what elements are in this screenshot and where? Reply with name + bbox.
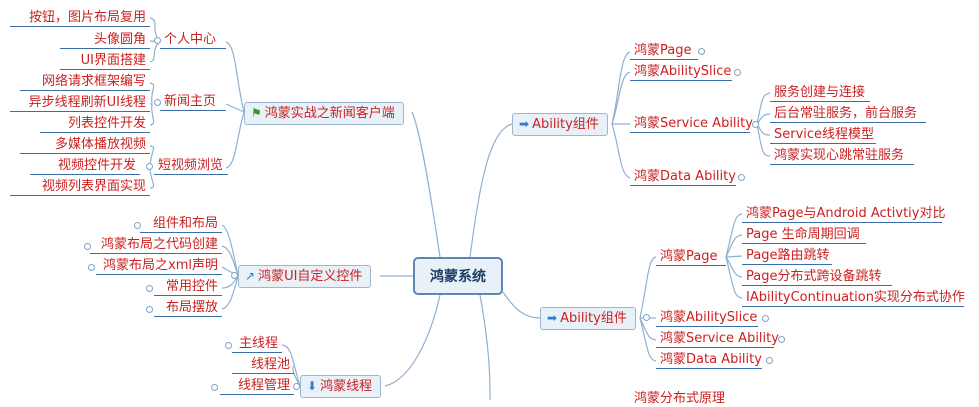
leaf-node[interactable]: 鸿蒙AbilitySlice [656,310,758,327]
branch-thread-label: 鸿蒙线程 [320,379,373,394]
collapse-dot[interactable] [752,121,759,128]
collapse-dot[interactable] [698,48,705,55]
leaf-node[interactable]: 线程管理 [220,378,294,395]
branch-ability-1[interactable]: ➡Ability组件 [512,113,608,136]
collapse-dot[interactable] [146,285,153,292]
arrow-up-right-icon: ↗ [245,269,256,283]
arrow-right-icon: ➡ [547,311,558,325]
collapse-dot[interactable] [643,314,650,321]
leaf-node[interactable]: 后台常驻服务，前台服务 [770,106,926,123]
group-news-home[interactable]: 新闻主页 [160,94,226,111]
leaf-node[interactable]: 服务创建与连接 [770,85,870,102]
branch-news-client[interactable]: ⚑鸿蒙实战之新闻客户端 [244,102,404,125]
collapse-dot[interactable] [762,315,769,322]
leaf-node[interactable]: 鸿蒙Service Ability [630,116,753,133]
leaf-node[interactable]: 鸿蒙布局之代码创建 [90,237,222,254]
leaf-node[interactable]: 鸿蒙实现心跳常驻服务 [770,148,914,165]
branch-ability-1-label: Ability组件 [532,117,599,132]
collapse-dot[interactable] [154,37,161,44]
leaf-node[interactable]: 鸿蒙Service Ability [656,331,779,348]
leaf-node[interactable]: 线程池 [232,357,294,374]
leaf-node[interactable]: 网络请求框架编写 [20,74,150,91]
leaf-node[interactable]: 布局摆放 [154,300,222,317]
arrow-right-icon: ➡ [519,117,530,131]
group-label: 个人中心 [164,32,217,47]
collapse-dot[interactable] [211,384,218,391]
collapse-dot[interactable] [766,357,773,364]
leaf-node[interactable]: UI界面搭建 [60,53,150,70]
branch-ui-custom[interactable]: ↗鸿蒙UI自定义控件 [238,265,372,288]
arrow-down-icon: ⬇ [307,379,318,393]
root-node[interactable]: 鸿蒙系统 [413,257,503,295]
group-label: 短视频浏览 [158,158,224,173]
leaf-node[interactable]: 鸿蒙AbilitySlice [630,64,732,81]
leaf-node-distributed[interactable]: 鸿蒙分布式原理 [634,391,726,406]
collapse-dot[interactable] [293,383,300,390]
leaf-node[interactable]: 鸿蒙布局之xml声明 [96,258,222,275]
branch-ability-2[interactable]: ➡Ability组件 [540,307,636,330]
flag-icon: ⚑ [251,106,262,120]
leaf-node[interactable]: 鸿蒙Page与Android Activtiy对比 [742,206,945,223]
collapse-dot[interactable] [778,336,785,343]
collapse-dot[interactable] [738,174,745,181]
leaf-node[interactable]: Service线程模型 [770,127,876,144]
leaf-node[interactable]: IAbilityContinuation实现分布式协作 [742,290,965,307]
leaf-node[interactable]: 按钮，图片布局复用 [10,10,150,27]
leaf-node[interactable]: Page分布式跨设备跳转 [742,269,892,286]
leaf-node[interactable]: Page路由跳转 [742,248,832,265]
leaf-node[interactable]: 头像圆角 [60,32,150,49]
leaf-node[interactable]: 主线程 [232,336,282,353]
collapse-dot[interactable] [734,69,741,76]
collapse-dot[interactable] [231,272,238,279]
branch-news-client-label: 鸿蒙实战之新闻客户端 [264,106,395,121]
leaf-node[interactable]: 鸿蒙Page [630,43,698,60]
leaf-node[interactable]: 鸿蒙Data Ability [630,169,736,186]
leaf-node[interactable]: 组件和布局 [140,216,222,233]
collapse-dot[interactable] [146,306,153,313]
leaf-node[interactable]: 视频列表界面实现 [10,179,150,196]
collapse-dot[interactable] [134,222,141,229]
branch-ui-custom-label: 鸿蒙UI自定义控件 [258,269,363,284]
collapse-dot[interactable] [154,99,161,106]
group-label: 新闻主页 [164,94,217,109]
leaf-node[interactable]: 列表控件开发 [40,116,150,133]
collapse-dot[interactable] [84,243,91,250]
leaf-node[interactable]: Page 生命周期回调 [742,227,866,244]
leaf-node[interactable]: 异步线程刷新UI线程 [10,95,150,112]
branch-ability-2-label: Ability组件 [560,311,627,326]
leaf-node[interactable]: 鸿蒙Data Ability [656,352,762,369]
group-personal-center[interactable]: 个人中心 [160,32,226,49]
leaf-node[interactable]: 多媒体播放视频 [20,137,150,154]
group-short-video[interactable]: 短视频浏览 [154,158,228,175]
leaf-node[interactable]: 鸿蒙Page [656,249,726,266]
collapse-dot[interactable] [88,264,95,271]
collapse-dot[interactable] [225,342,232,349]
collapse-dot[interactable] [146,163,153,170]
leaf-node[interactable]: 常用控件 [154,279,222,296]
leaf-node[interactable]: 视频控件开发 [30,158,140,175]
branch-thread[interactable]: ⬇鸿蒙线程 [300,375,382,398]
